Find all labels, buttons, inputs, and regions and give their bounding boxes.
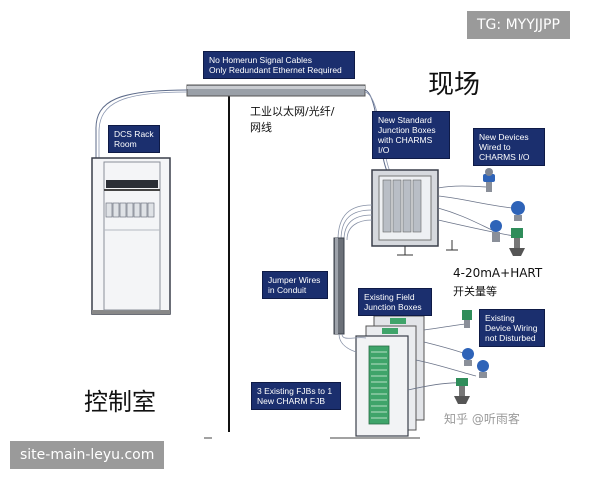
site-tag: site-main-leyu.com	[10, 441, 165, 469]
new-charms-junction-box	[371, 169, 439, 256]
control-room-label: 控制室	[84, 388, 156, 416]
switch-label: 开关量等	[453, 285, 497, 298]
ethernet-label: 工业以太网/光纤/ 网线	[250, 105, 335, 134]
valve-icon	[454, 378, 470, 404]
transmitter-icon	[462, 310, 472, 328]
jumper-callout: Jumper Wires in Conduit	[262, 271, 328, 299]
existing-wiring-callout: Existing Device Wiring not Disturbed	[479, 309, 545, 347]
field-label: 现场	[428, 70, 481, 100]
three-fjb-callout: 3 Existing FJBs to 1 New CHARM FJB	[251, 382, 341, 410]
homerun-callout: No Homerun Signal Cables Only Redundant …	[203, 51, 355, 79]
existing-field-junction-boxes	[355, 315, 425, 437]
fiber-cable-left	[95, 89, 188, 310]
dcs-rack-cabinet	[91, 157, 171, 315]
dcs-rack-callout: DCS Rack Room	[108, 125, 160, 153]
new-jb-callout: New Standard Junction Boxes with CHARMS …	[372, 111, 450, 159]
transmitter-icon	[477, 360, 489, 378]
transmitter-icon	[490, 220, 502, 242]
transmitter-icon	[511, 201, 525, 221]
transmitter-icon	[483, 168, 495, 192]
valve-icon	[509, 228, 525, 256]
watermark-label: 知乎 @听雨客	[444, 412, 520, 426]
tg-tag: TG: MYYJJPP	[467, 11, 570, 39]
signals-label: 4-20mA+HART	[453, 266, 543, 280]
existing-fjb-callout: Existing Field Junction Boxes	[358, 288, 432, 316]
new-devices-callout: New Devices Wired to CHARMS I/O	[473, 128, 545, 166]
transmitter-icon	[462, 348, 474, 366]
